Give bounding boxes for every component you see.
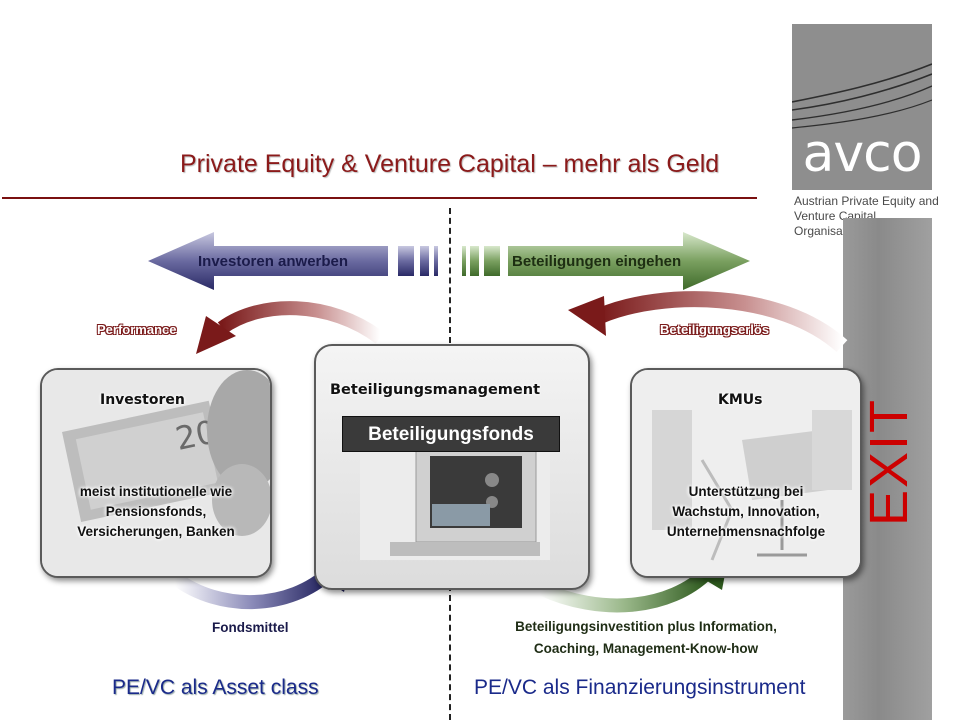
beteiligungen-eingehen-label: Beteiligungen eingehen [512,253,682,270]
office-chairs-image [632,370,860,576]
card-investoren: 20 Investoren meist institutionelle wie … [40,368,272,578]
beteiligungsfonds-badge: Beteiligungsfonds [342,416,560,452]
safe-image [360,442,550,560]
beteiligungsinvestition-label: Beteiligungsinvestition plus Information… [476,616,816,660]
card-investoren-text: meist institutionelle wie Pensionsfonds,… [42,482,270,542]
card-kmu-text: Unterstützung bei Wachstum, Innovation, … [632,482,860,542]
investition-line1: Beteiligungsinvestition plus Information… [515,619,777,634]
card-kmu-title: KMUs [718,392,763,408]
beteiligungserloes-label: Beteiligungserlös [660,322,770,337]
arrow-investoren-anwerben [148,232,438,290]
investoren-text-line3: Versicherungen, Banken [77,524,235,539]
curve-erloes-arrow [568,291,848,353]
card-management-title: Beteiligungsmanagement [330,382,541,398]
logo-subtitle-line1: Austrian Private Equity and [794,194,939,208]
kmu-text-line2: Wachstum, Innovation, [672,504,820,519]
investoren-anwerben-label: Investoren anwerben [198,253,349,270]
arrow-beteiligungen-eingehen [462,232,750,290]
card-kmus: KMUs Unterstützung bei Wachstum, Innovat… [630,368,862,578]
logo-swoosh-lines [792,63,932,129]
page-title: Private Equity & Venture Capital – mehr … [180,150,720,178]
performance-label: Performance [97,322,177,337]
logo-wordmark: avco [802,124,922,184]
investoren-text-line2: Pensionsfonds, [105,504,207,519]
card-beteiligungsmanagement: Beteiligungsmanagement Beteiligungsfonds [314,344,590,590]
money-hand-image: 20 [42,370,270,576]
kmu-text-line3: Unternehmensnachfolge [666,524,826,539]
footer-finanzierungsinstrument: PE/VC als Finanzierungsinstrument [474,676,806,699]
curve-performance-arrow [196,301,385,354]
investoren-text-line1: meist institutionelle wie [79,484,233,499]
investition-line2: Coaching, Management-Know-how [533,641,759,656]
title-rule [2,197,757,199]
footer-asset-class: PE/VC als Asset class [112,676,319,699]
card-investoren-title: Investoren [100,392,185,408]
kmu-text-line1: Unterstützung bei [688,484,804,499]
fondsmittel-label: Fondsmittel [212,620,289,635]
